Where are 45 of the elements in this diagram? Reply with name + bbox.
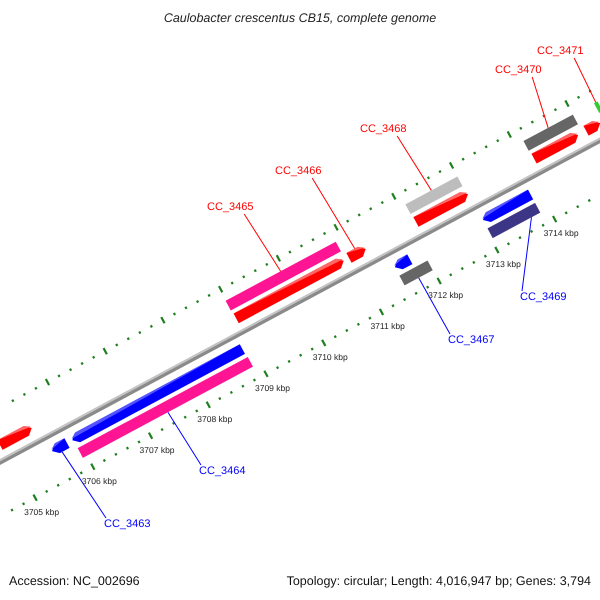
gene-feature bbox=[531, 133, 578, 164]
leader-line bbox=[532, 76, 549, 128]
scale-label: 3711 kbp bbox=[370, 322, 405, 330]
footer-text: Accession: NC_002696 bbox=[9, 575, 140, 588]
footer-text: Topology: circular; Length: 4,016,947 bp; Genes: 3,794 bbox=[286, 575, 591, 588]
gene-feature bbox=[234, 258, 344, 324]
gene-label: CC_3463 bbox=[104, 519, 150, 530]
scale-label: 3706 kbp bbox=[82, 476, 117, 486]
leader-line bbox=[62, 451, 106, 518]
scale-label: 3708 kbp bbox=[197, 414, 232, 424]
scale-label: 3710 kbp bbox=[312, 352, 348, 362]
leader-line bbox=[167, 412, 202, 466]
gene-feature bbox=[583, 121, 600, 136]
gene-feature bbox=[78, 356, 253, 458]
gene-feature bbox=[594, 101, 600, 113]
gene-feature bbox=[226, 242, 341, 310]
leader-line bbox=[574, 58, 596, 103]
scale-label: 3709 kbp bbox=[255, 384, 290, 392]
leader-line bbox=[522, 216, 532, 292]
gene-feature bbox=[523, 114, 578, 151]
gene-label: CC_3470 bbox=[495, 65, 542, 76]
scale-label: 3713 kbp bbox=[486, 260, 521, 269]
leader-line bbox=[312, 178, 356, 250]
gene-label: CC_3467 bbox=[448, 335, 494, 346]
scale-label: 3705 kbp bbox=[24, 508, 60, 516]
gene-feature bbox=[413, 192, 468, 227]
gene-feature bbox=[346, 246, 366, 263]
gene-label: CC_3464 bbox=[199, 466, 246, 477]
gene-label: CC_3471 bbox=[537, 46, 584, 57]
gene-feature bbox=[405, 176, 463, 214]
gene-label: CC_3465 bbox=[207, 202, 254, 213]
gene-feature bbox=[0, 426, 32, 450]
scale-label: 3714 kbp bbox=[544, 229, 579, 238]
scale-label: 3712 kbp bbox=[428, 290, 464, 300]
gene-feature bbox=[51, 438, 70, 454]
gene-label: CC_3466 bbox=[275, 166, 322, 177]
gene-label: CC_3468 bbox=[360, 124, 406, 135]
chart-title: Caulobacter crescentus CB15, complete genome bbox=[162, 11, 438, 25]
gene-feature bbox=[487, 202, 540, 238]
scale-label: 3707 kbp bbox=[140, 446, 175, 454]
gene-feature bbox=[394, 254, 412, 270]
gene-feature bbox=[399, 260, 433, 286]
gene-label: CC_3469 bbox=[520, 292, 566, 303]
leader-line bbox=[396, 136, 432, 191]
leader-line bbox=[418, 277, 450, 334]
